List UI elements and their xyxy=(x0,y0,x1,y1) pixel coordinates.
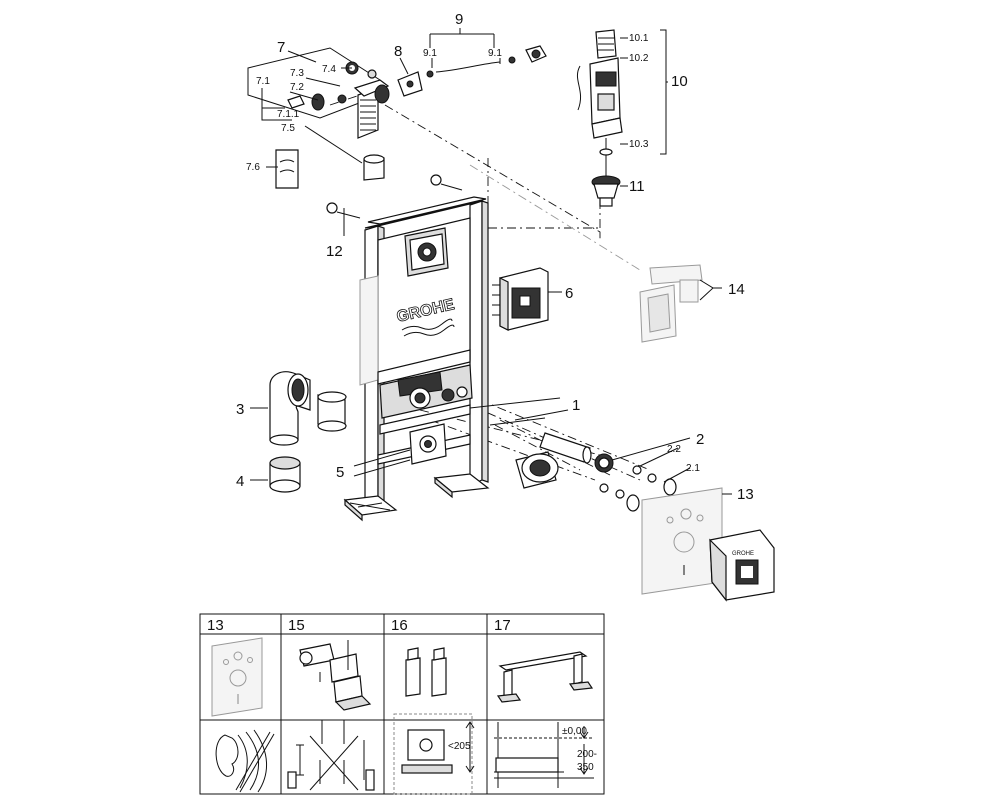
dim-pos16-max: <205 xyxy=(448,741,471,752)
acc-16-frame-detail-icon: <205 xyxy=(393,713,475,795)
callout-labels: 7 7.4 7.3 7.1 7.2 7.1.1 7.5 7.6 8 9 9.1 … xyxy=(236,11,754,503)
part-3-elbow xyxy=(269,371,347,446)
part-11-outlet xyxy=(591,175,621,207)
label-7-3: 7.3 xyxy=(290,68,304,79)
table-header-17: 17 xyxy=(494,617,511,634)
part-4-cap xyxy=(269,456,301,493)
acc-16-spacer-blocks-icon xyxy=(405,647,447,697)
part-13-sound-pad xyxy=(641,487,723,595)
acc-15-pipe-fixing-icon xyxy=(299,640,372,711)
label-4: 4 xyxy=(236,473,244,490)
part-1-rods xyxy=(469,397,592,464)
installation-frame: GROHE xyxy=(343,196,490,522)
label-7-4: 7.4 xyxy=(322,64,336,75)
part-9-hose xyxy=(426,45,547,78)
label-7: 7 xyxy=(277,39,285,56)
label-3: 3 xyxy=(236,401,244,418)
dim-pos17-range-b: 350 xyxy=(577,762,594,773)
label-9-1-left: 9.1 xyxy=(423,48,437,59)
label-10-1: 10.1 xyxy=(629,33,649,44)
label-7-6: 7.6 xyxy=(246,162,260,173)
table-header-16: 16 xyxy=(391,617,408,634)
label-9: 9 xyxy=(455,11,463,28)
table-header-15: 15 xyxy=(288,617,305,634)
acc-13-sound-pad-icon xyxy=(211,637,263,717)
leader-lines xyxy=(250,28,732,495)
table-header-13: 13 xyxy=(207,617,224,634)
label-2-1: 2.1 xyxy=(686,463,700,474)
label-8: 8 xyxy=(394,43,402,60)
label-10-3: 10.3 xyxy=(629,139,649,150)
label-10: 10 xyxy=(671,73,688,90)
label-7-5: 7.5 xyxy=(281,123,295,134)
label-1: 1 xyxy=(572,397,580,414)
part-14-ghost xyxy=(639,264,703,343)
part-12-wall-hooks xyxy=(326,174,463,219)
label-6: 6 xyxy=(565,285,573,302)
acc-15-screws-crossed-icon xyxy=(287,720,375,791)
dim-pos17-range-a: 200- xyxy=(577,749,597,760)
dim-pos17-zero: ±0,00 xyxy=(562,726,587,737)
label-14: 14 xyxy=(728,281,745,298)
label-2-2: 2.2 xyxy=(667,444,681,455)
label-9-1-right: 9.1 xyxy=(488,48,502,59)
svg-text:GROHE: GROHE xyxy=(732,551,754,557)
label-7-2: 7.2 xyxy=(290,82,304,93)
part-10-fill-valve xyxy=(576,29,623,178)
part-6-module xyxy=(492,267,549,331)
label-12: 12 xyxy=(326,243,343,260)
label-13: 13 xyxy=(737,486,754,503)
accessories-table: 13 15 16 17 xyxy=(199,613,605,795)
label-7-1-1: 7.1.1 xyxy=(277,109,300,120)
label-11: 11 xyxy=(629,178,645,195)
label-7-1: 7.1 xyxy=(256,76,270,87)
label-5: 5 xyxy=(336,464,344,481)
acc-17-height-detail-icon: ±0,00 200- 350 xyxy=(494,722,597,788)
part-8-clip xyxy=(397,71,423,97)
part-2-fittings xyxy=(515,451,677,512)
wall-connector-bracket: GROHE xyxy=(709,529,775,602)
acc-17-bridge-icon xyxy=(496,651,594,703)
acc-13-noise-icon xyxy=(215,729,275,793)
part-7-valve-group xyxy=(247,47,390,189)
label-2: 2 xyxy=(696,431,704,448)
label-10-2: 10.2 xyxy=(629,53,649,64)
